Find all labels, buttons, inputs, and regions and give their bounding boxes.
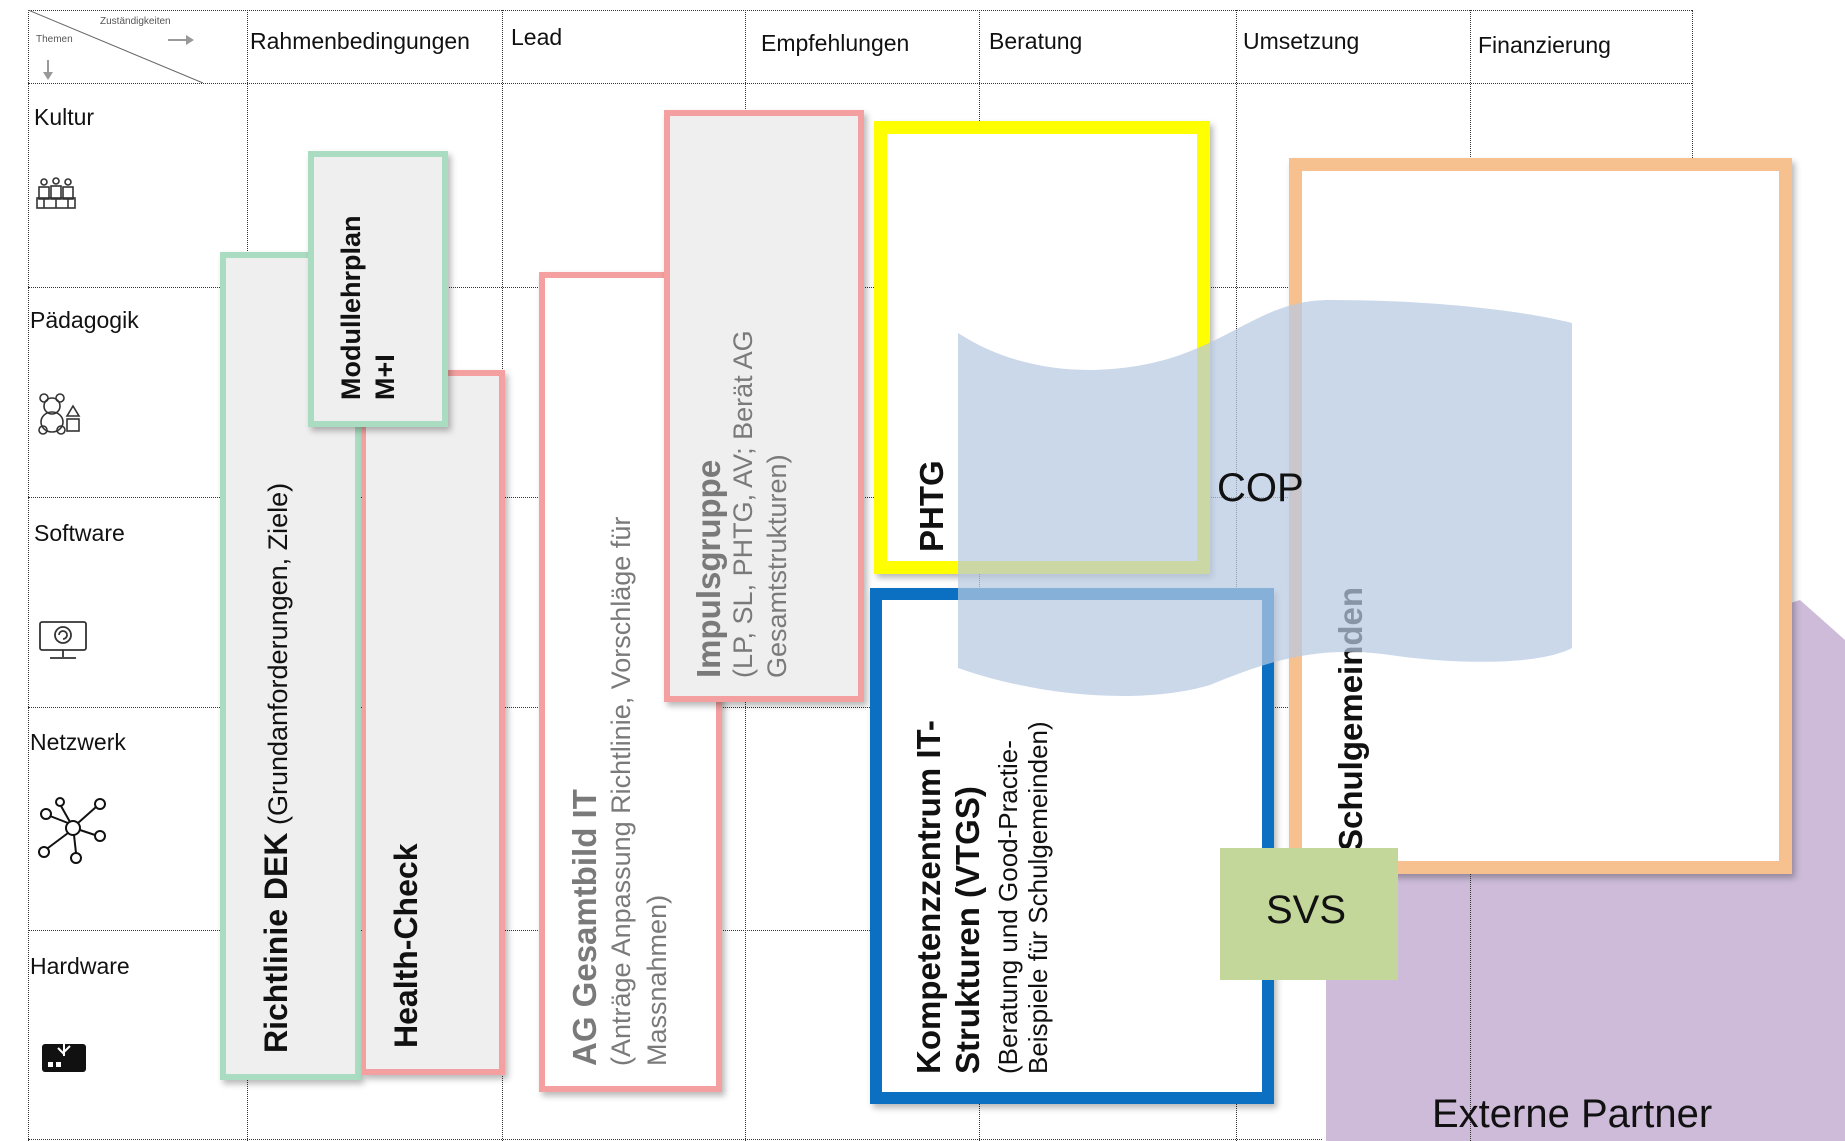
row-header-software: Software: [34, 520, 125, 546]
hard-drive-icon: [42, 1032, 86, 1072]
row-header-hardware: Hardware: [30, 953, 130, 979]
cop-label: COP: [1217, 466, 1304, 510]
col-header-beratung: Beratung: [989, 28, 1083, 54]
corner-left-label: Themen: [36, 34, 73, 45]
col-header-rahmenbedingungen: Rahmenbedingungen: [250, 28, 470, 54]
modullehrplan-box: Modullehrplan M+I: [308, 151, 448, 427]
row-header-kultur: Kultur: [34, 104, 95, 130]
impulsgruppe-box: Impulsgruppe (LP, SL, PHTG, AV; Berät AG…: [664, 110, 864, 702]
row-header-paedagogik: Pädagogik: [30, 307, 139, 333]
svs-box: SVS: [1220, 848, 1398, 980]
col-header-empfehlungen: Empfehlungen: [761, 30, 910, 56]
corner-top-label: Zuständigkeiten: [100, 16, 171, 27]
monitor-icon: [39, 621, 87, 659]
col-header-finanzierung: Finanzierung: [1478, 32, 1611, 58]
grid-line: [1692, 10, 1693, 160]
col-header-lead: Lead: [511, 24, 563, 50]
grid-line: [28, 10, 1692, 11]
toys-icon: [38, 393, 81, 435]
grid-line: [28, 83, 1692, 84]
col-header-umsetzung: Umsetzung: [1243, 28, 1360, 54]
row-header-netzwerk: Netzwerk: [30, 729, 126, 755]
grid-line: [28, 10, 29, 1141]
health-check-box: Health-Check: [362, 370, 505, 1075]
people-group-icon: [36, 177, 76, 209]
network-icon: [38, 797, 106, 864]
svs-label: SVS: [1266, 888, 1347, 932]
externe-partner-label: Externe Partner: [1432, 1092, 1713, 1136]
grid-line: [28, 1139, 1322, 1140]
corner-diagonal: [28, 10, 204, 83]
